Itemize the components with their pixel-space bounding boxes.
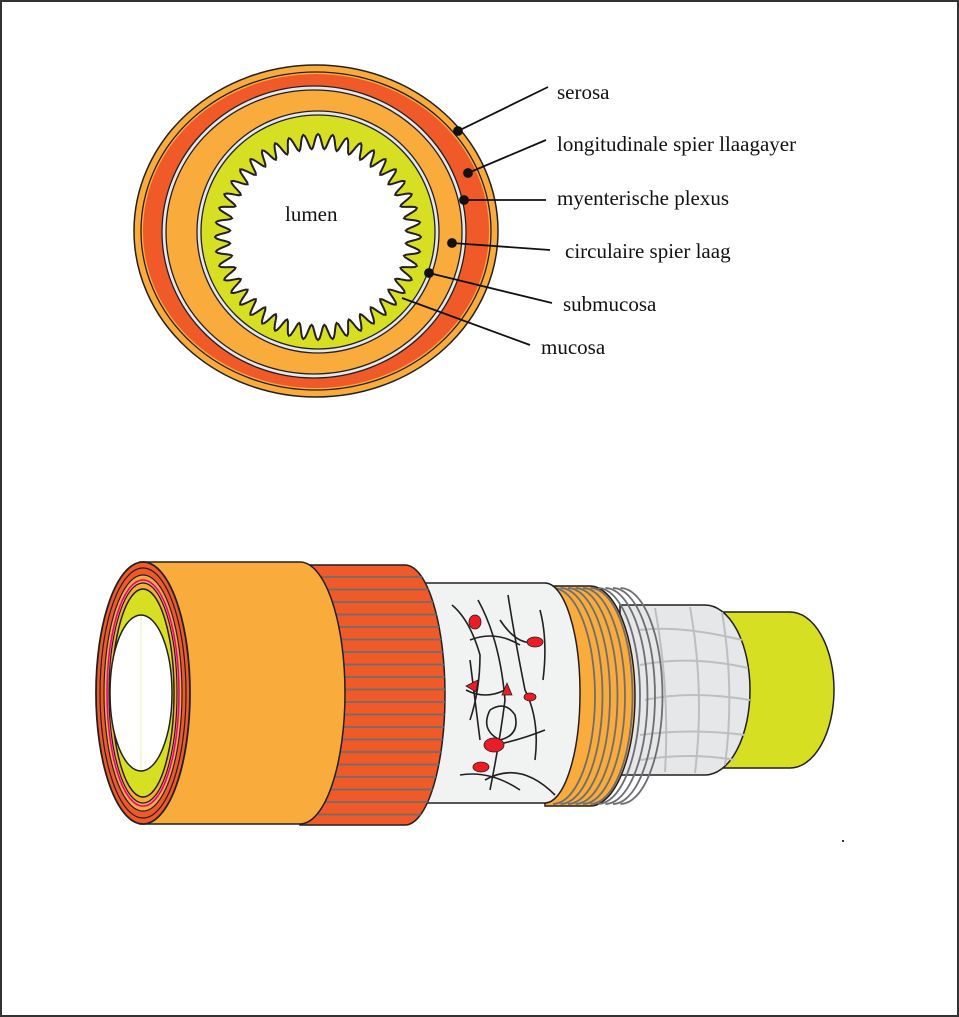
neuron-cells [465, 614, 544, 773]
neuron-cell [472, 761, 490, 773]
neuron-cell [501, 681, 513, 696]
cross-section: lumen [133, 64, 499, 398]
neuron-cell [483, 737, 505, 753]
leader-lines [401, 86, 553, 346]
serosa-inner-line [140, 71, 492, 391]
dot-longitudinal [463, 168, 473, 178]
muscle-stripe [620, 587, 664, 805]
muscle-stripe [575, 587, 619, 805]
muscle-stripe [552, 587, 596, 805]
muscle-stripe [590, 587, 634, 805]
dot-submucosa [424, 268, 434, 278]
dot-myenteric [459, 195, 469, 205]
muscle-stripe [560, 587, 604, 805]
neuron-cell [468, 614, 482, 630]
muscle-stripe [567, 587, 611, 805]
label-longitudinal-muscle: longitudinale spier llaagayer [557, 132, 796, 156]
label-submucosa: submucosa [563, 292, 657, 316]
leader-circular [451, 242, 551, 251]
lumen-label: lumen [285, 202, 338, 226]
dot-serosa [453, 126, 463, 136]
tube-serosa-segment [139, 561, 346, 825]
neuron-cell [465, 679, 479, 693]
label-mucosa: mucosa [541, 335, 606, 359]
stray-dot [842, 840, 844, 842]
muscle-stripe [597, 587, 641, 805]
muscle-stripe [605, 587, 649, 805]
neuron-cell [526, 636, 544, 648]
lumen-villi-outline [213, 132, 423, 342]
tube-myenteric-plexus-segment [419, 582, 581, 804]
leader-longitudinal [467, 139, 547, 174]
tube-end-face [95, 561, 191, 825]
label-myenteric-plexus: myenterische plexus [557, 186, 729, 210]
label-serosa: serosa [557, 80, 610, 104]
leader-serosa [457, 86, 549, 132]
label-circular-muscle: circulaire spier laag [565, 239, 731, 263]
leader-submucosa [428, 272, 553, 304]
tube-3d [95, 561, 835, 826]
leader-mucosa [401, 297, 531, 346]
layer-labels: serosa longitudinale spier llaagayer mye… [541, 80, 796, 359]
neuron-cell [523, 692, 537, 702]
muscle-stripe [612, 587, 656, 805]
muscle-stripe [582, 587, 626, 805]
dot-circular [447, 238, 457, 248]
